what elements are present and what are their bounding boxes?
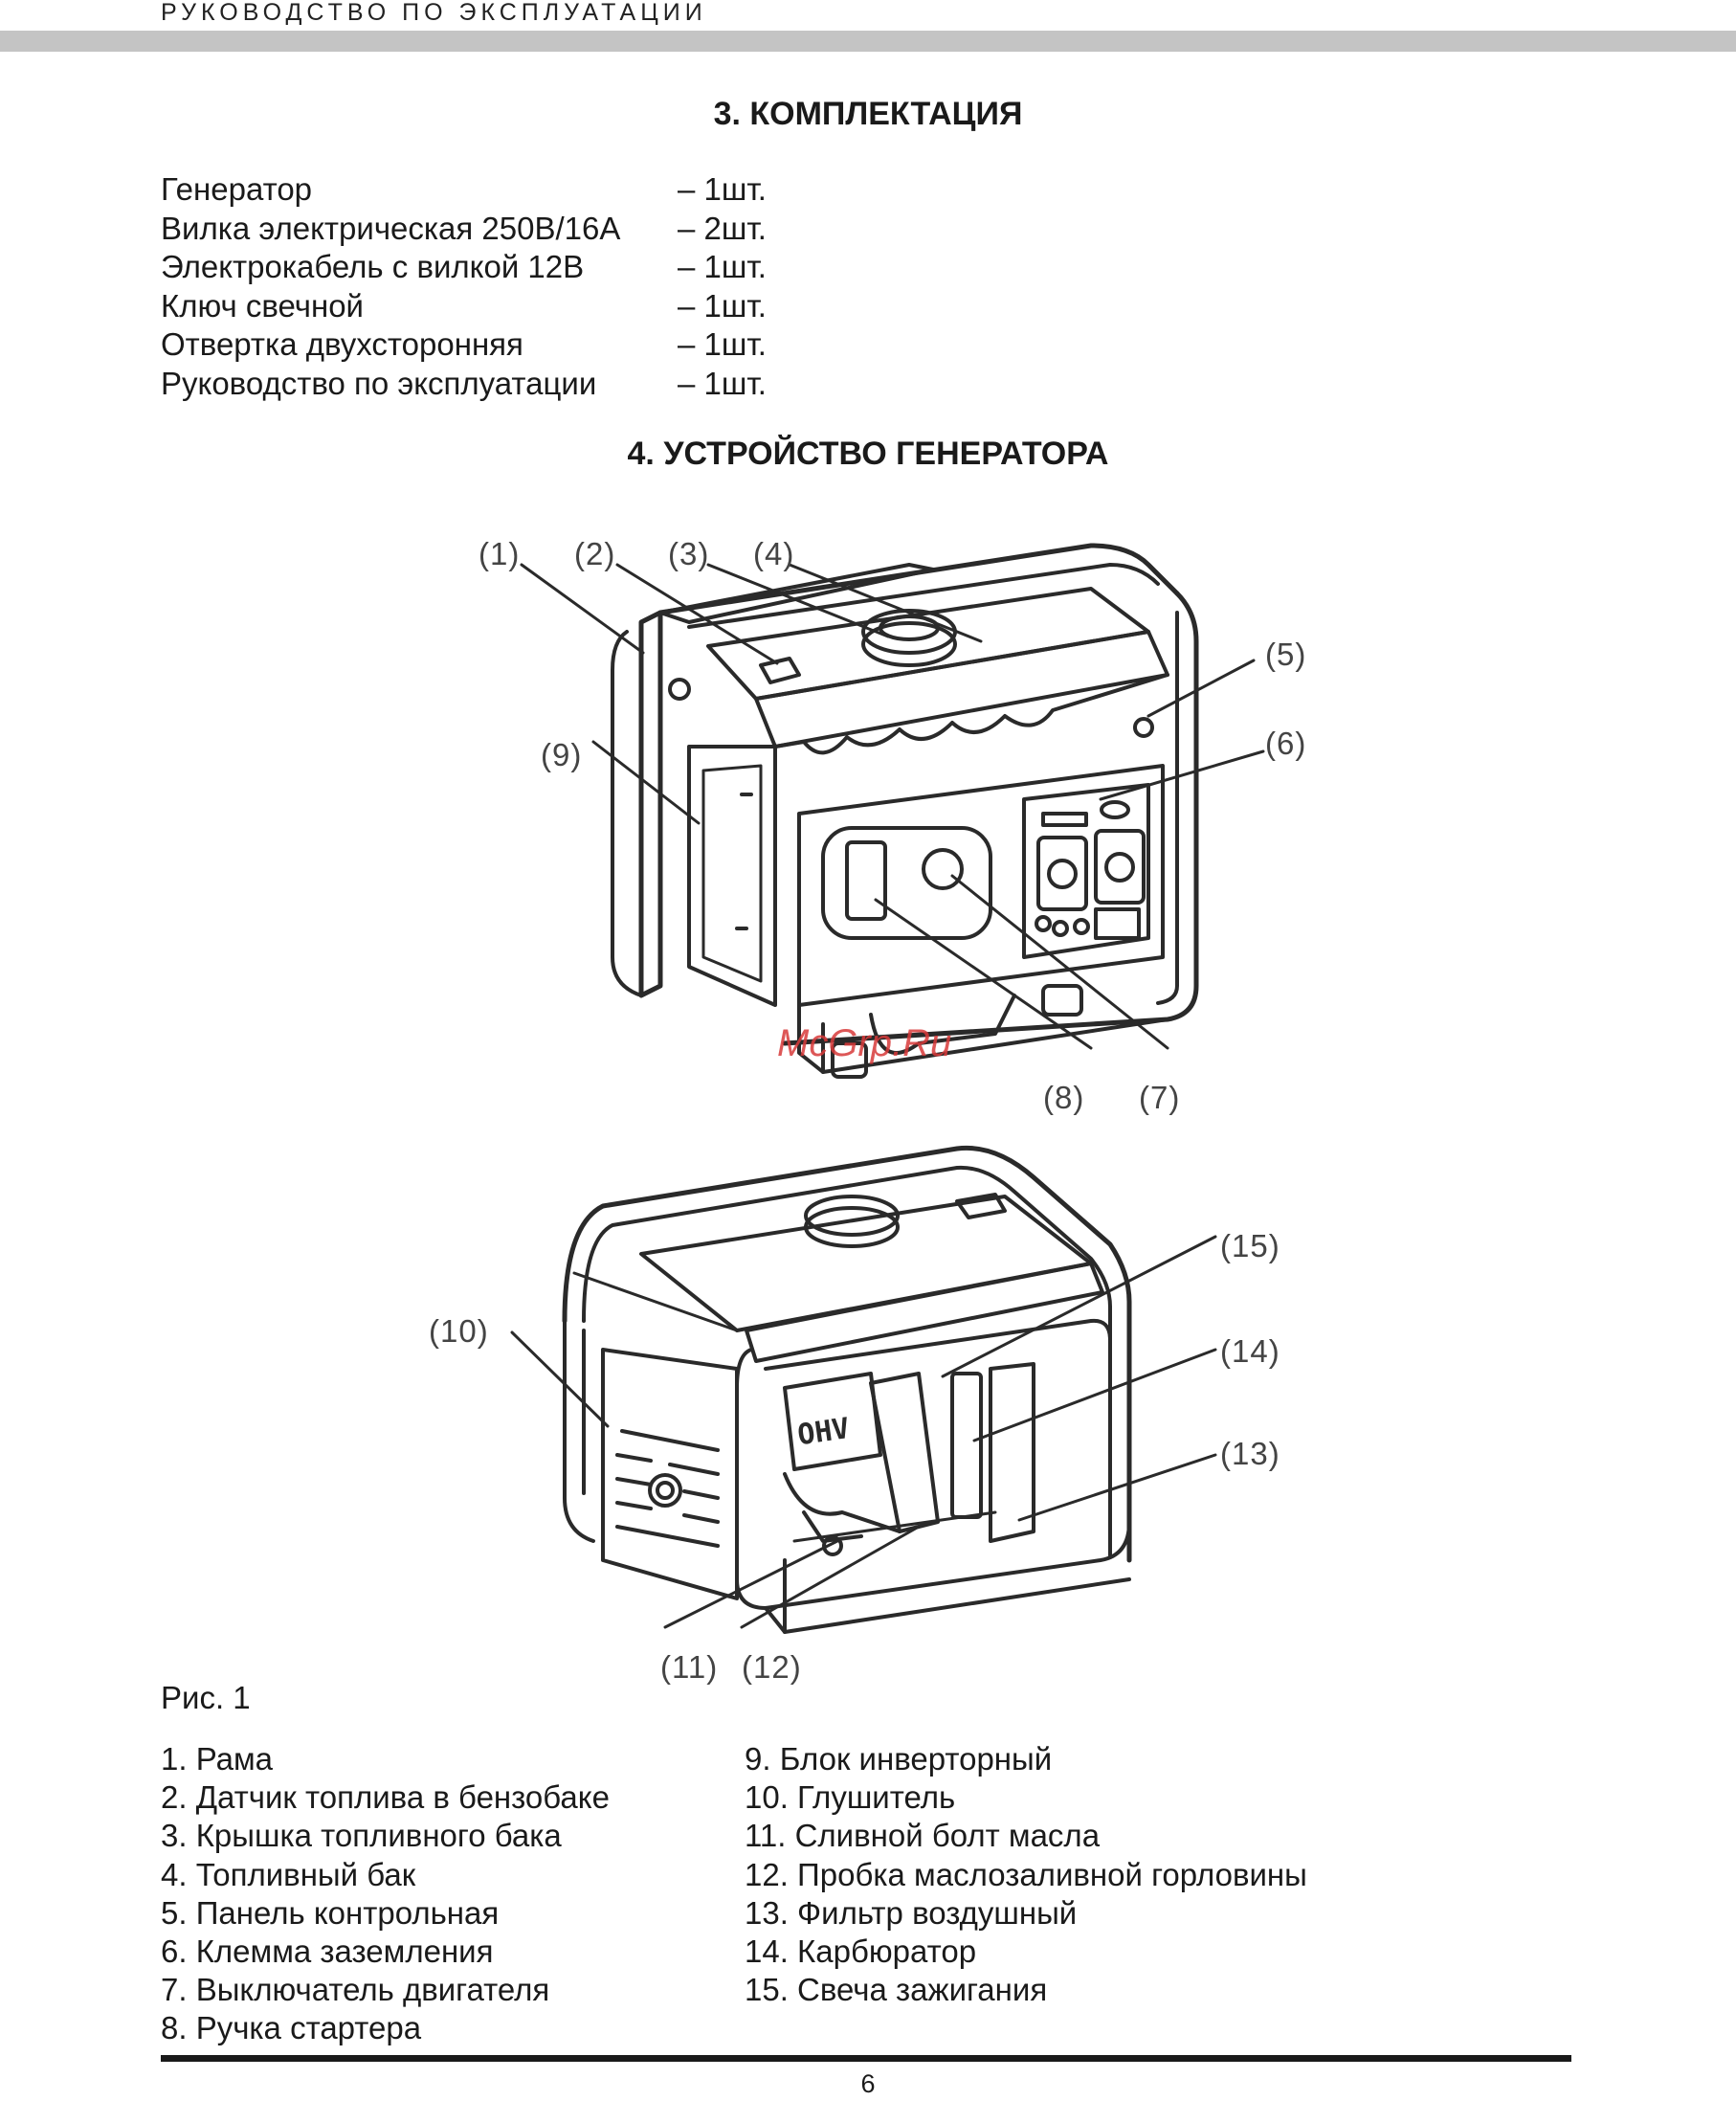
callout-15: (15) — [1220, 1228, 1280, 1263]
kit-item-name: Вилка электрическая 250В/16А — [161, 210, 621, 246]
generator-figure: (1) (2) (3) (4) (5) (6) (7) (8) (9) McGr… — [429, 536, 1306, 1685]
legend-item: 1. Рама — [161, 1741, 273, 1777]
legend-item: 11. Сливной болт масла — [745, 1818, 1101, 1854]
kit-item-name: Руководство по эксплуатации — [161, 365, 597, 401]
legend-item: 15. Свеча зажигания — [745, 1972, 1048, 2008]
legend-item: 6. Клемма заземления — [161, 1933, 494, 1970]
figure-caption: Рис. 1 — [161, 1680, 251, 1715]
generator-front-view — [611, 543, 1199, 1079]
legend-item: 4. Топливный бак — [161, 1856, 416, 1892]
legend-item: 14. Карбюратор — [745, 1933, 977, 1970]
callout-14: (14) — [1220, 1333, 1280, 1369]
callout-12: (12) — [742, 1649, 802, 1685]
kit-item-qty: – 1шт. — [678, 287, 767, 324]
footer-rule — [161, 2055, 1571, 2062]
legend-item: 10. Глушитель — [745, 1779, 956, 1816]
callout-11: (11) — [660, 1649, 718, 1685]
legend-right: 9. Блок инверторный 10. Глушитель 11. Сл… — [745, 1740, 1307, 2009]
rear-view-leader-lines — [510, 1235, 1217, 1629]
kit-item-qty: – 1шт. — [678, 326, 767, 362]
callout-7: (7) — [1139, 1080, 1180, 1115]
engine-label: OHV — [795, 1412, 852, 1452]
section-4-title: 4. УСТРОЙСТВО ГЕНЕРАТОРА — [627, 436, 1109, 472]
watermark: McGrp.Ru — [777, 1022, 951, 1064]
callout-9: (9) — [541, 737, 582, 772]
kit-item-qty: – 2шт. — [678, 210, 767, 246]
kit-item-qty: – 1шт. — [678, 249, 767, 284]
page-number: 6 — [860, 2069, 876, 2098]
legend-item: 3. Крышка топливного бака — [161, 1818, 562, 1854]
legend-item: 5. Панель контрольная — [161, 1894, 500, 1931]
legend-item: 2. Датчик топлива в бензобаке — [161, 1779, 610, 1816]
callout-13: (13) — [1220, 1436, 1280, 1471]
callout-6: (6) — [1265, 726, 1306, 761]
callout-4: (4) — [753, 536, 794, 571]
legend-left: 1. Рама 2. Датчик топлива в бензобаке 3.… — [161, 1740, 610, 2048]
legend-item: 12. Пробка маслозаливной горловины — [745, 1856, 1307, 1892]
kit-item-qty: – 1шт. — [678, 365, 767, 401]
kit-item-name: Отвертка двухсторонняя — [161, 326, 523, 362]
front-view-leader-lines — [520, 563, 1265, 1050]
header-bar — [0, 31, 1736, 52]
kit-item-name: Ключ свечной — [161, 287, 364, 324]
legend-item: 13. Фильтр воздушный — [745, 1894, 1078, 1931]
callout-3: (3) — [668, 536, 709, 571]
callout-10: (10) — [429, 1313, 489, 1349]
legend-item: 7. Выключатель двигателя — [161, 1972, 550, 2008]
callout-1: (1) — [479, 536, 520, 571]
callout-2: (2) — [574, 536, 615, 571]
section-3-title: 3. КОМПЛЕКТАЦИЯ — [713, 96, 1023, 132]
callout-8: (8) — [1043, 1080, 1084, 1115]
running-header: РУКОВОДСТВО ПО ЭКСПЛУАТАЦИИ — [161, 0, 707, 26]
kit-item-name: Электрокабель с вилкой 12В — [161, 249, 585, 284]
legend-item: 8. Ручка стартера — [161, 2010, 422, 2046]
legend-item: 9. Блок инверторный — [745, 1741, 1053, 1777]
kit-item-qty: – 1шт. — [678, 171, 767, 207]
callout-5: (5) — [1265, 637, 1306, 672]
generator-rear-view: OHV — [562, 1145, 1132, 1634]
kit-item-name: Генератор — [161, 171, 313, 207]
